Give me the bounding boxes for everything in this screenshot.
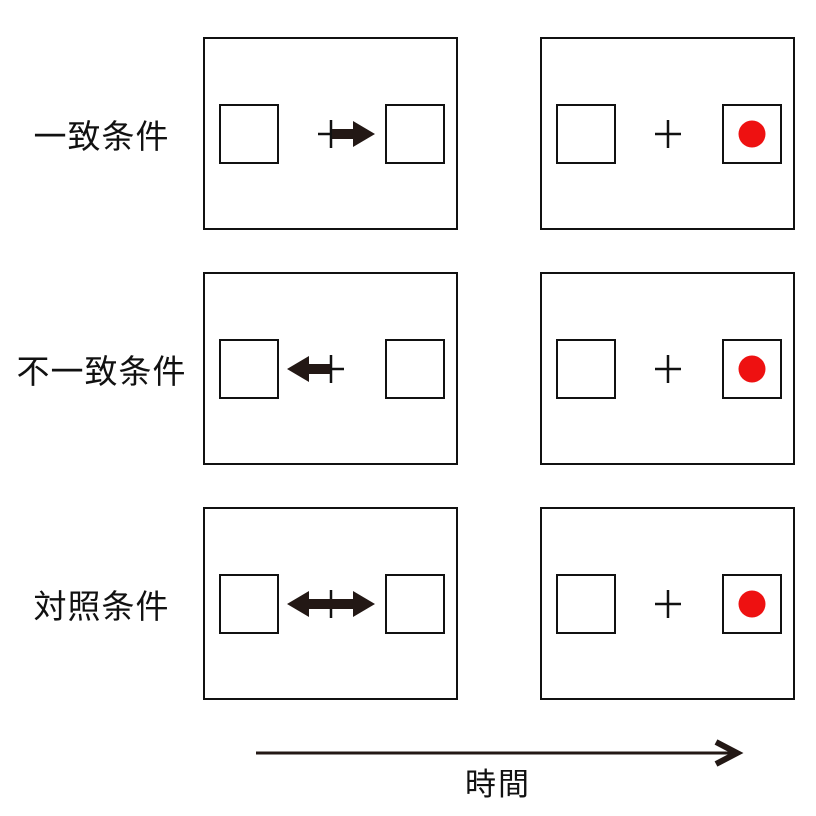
placeholder-box-right <box>385 574 445 634</box>
cue-arrow-both-icon <box>286 590 375 617</box>
red-dot-target <box>738 590 766 618</box>
fixation-graphic <box>654 119 681 148</box>
fixation-graphic <box>654 354 681 383</box>
fixation-cross-icon <box>654 119 681 148</box>
fixation-cross-icon <box>317 354 344 383</box>
condition-label: 対照条件 <box>33 587 170 625</box>
red-dot-target <box>738 120 766 148</box>
cue-display-panel <box>203 507 458 700</box>
placeholder-box-left <box>556 574 616 634</box>
cue-display-panel <box>203 37 458 230</box>
fixation-cross-icon <box>317 119 344 148</box>
target-display-panel <box>540 272 795 465</box>
placeholder-box-left <box>556 104 616 164</box>
fixation-and-cue-graphic <box>286 354 344 383</box>
placeholder-box-left <box>219 339 279 399</box>
target-display-panel <box>540 507 795 700</box>
placeholder-box-left <box>219 574 279 634</box>
placeholder-box-left <box>219 104 279 164</box>
fixation-cross-icon <box>654 354 681 383</box>
fixation-and-cue-graphic <box>286 589 375 618</box>
red-dot-target <box>738 355 766 383</box>
condition-label: 一致条件 <box>33 117 170 155</box>
cue-display-panel <box>203 272 458 465</box>
target-display-panel <box>540 37 795 230</box>
condition-row-incongruent: 不一致条件 <box>0 272 816 465</box>
placeholder-box-right <box>722 104 782 164</box>
placeholder-box-right <box>722 339 782 399</box>
placeholder-box-left <box>556 339 616 399</box>
time-axis-arrow-icon <box>256 739 744 767</box>
condition-row-control: 対照条件 <box>0 507 816 700</box>
placeholder-box-right <box>722 574 782 634</box>
condition-label: 不一致条件 <box>16 352 187 390</box>
condition-row-congruent: 一致条件 <box>0 37 816 230</box>
placeholder-box-right <box>385 104 445 164</box>
fixation-cross-icon <box>654 589 681 618</box>
time-axis-label: 時間 <box>465 767 531 802</box>
fixation-graphic <box>654 589 681 618</box>
fixation-and-cue-graphic <box>317 119 375 148</box>
cue-arrow-left-icon <box>286 355 330 382</box>
cue-arrow-right-icon <box>331 120 375 147</box>
placeholder-box-right <box>385 339 445 399</box>
